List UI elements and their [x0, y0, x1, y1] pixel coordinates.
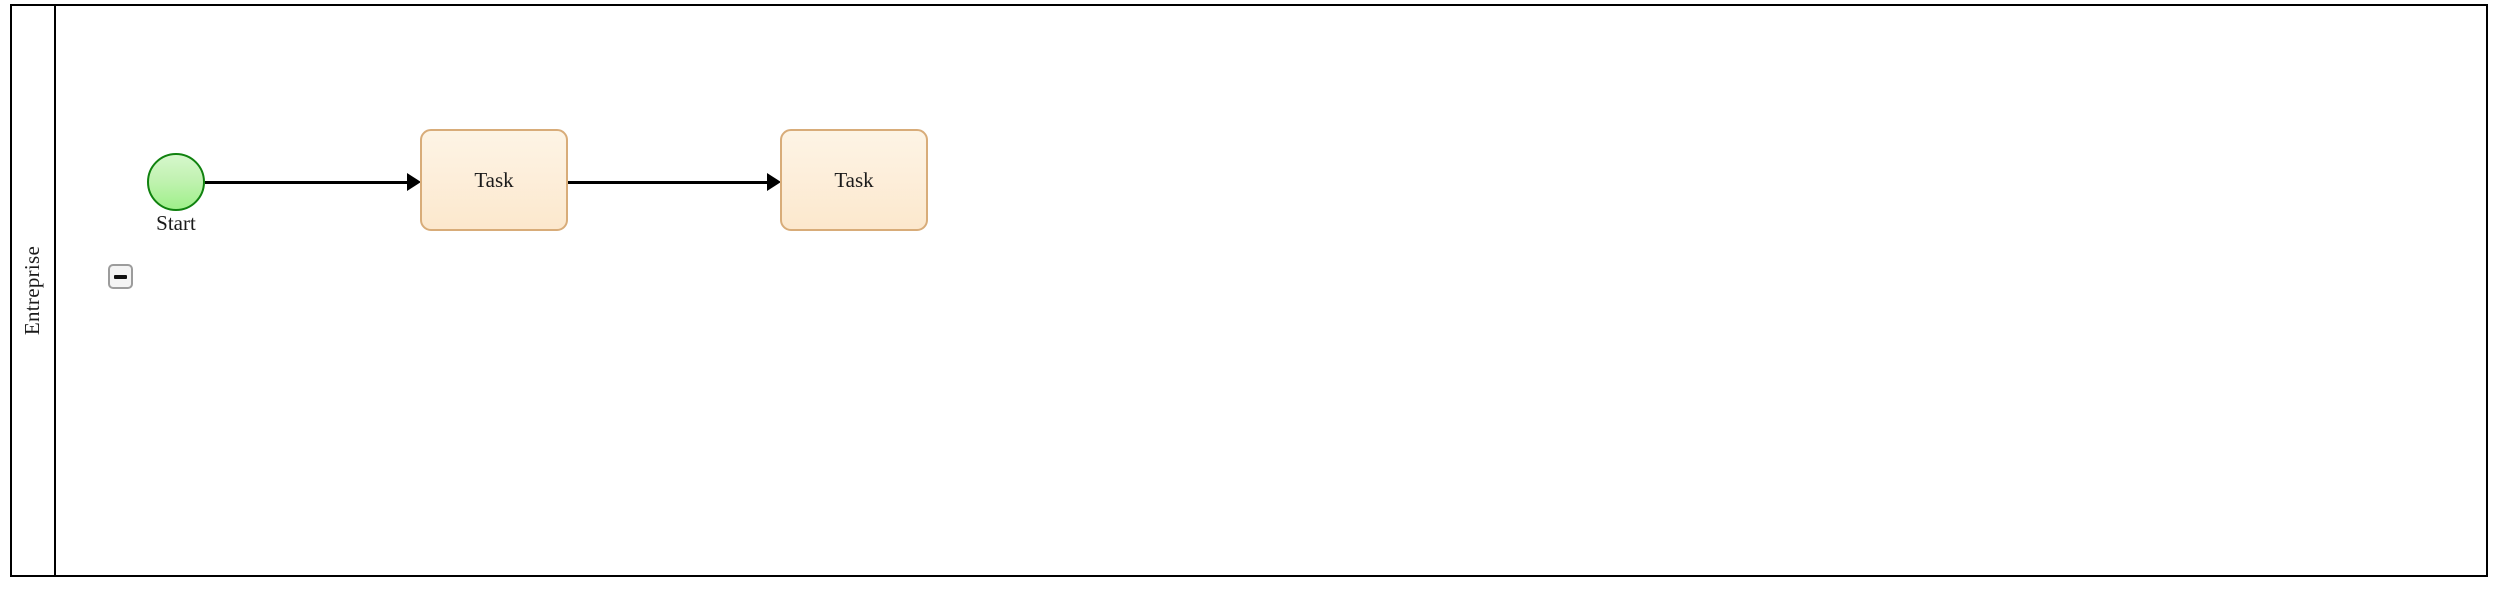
start-event-label: Start	[156, 211, 196, 235]
lane-body: Start Task Task	[56, 6, 2486, 575]
task-label-2: Task	[834, 167, 874, 192]
start-event-node[interactable]	[147, 153, 205, 211]
sequence-flow-start-to-task1[interactable]	[205, 181, 411, 184]
pool-entreprise[interactable]: Entreprise Start Task Task	[10, 4, 2488, 577]
pool-label-band: Entreprise	[12, 6, 56, 575]
pool-collapse-button[interactable]	[108, 264, 133, 289]
task-node-2[interactable]: Task	[780, 129, 928, 231]
arrowhead-icon	[767, 173, 781, 191]
minus-icon	[114, 274, 127, 279]
task-label-1: Task	[474, 167, 514, 192]
task-node-1[interactable]: Task	[420, 129, 568, 231]
sequence-flow-task1-to-task2[interactable]	[568, 181, 771, 184]
pool-name-label: Entreprise	[20, 245, 45, 336]
arrowhead-icon	[407, 173, 421, 191]
